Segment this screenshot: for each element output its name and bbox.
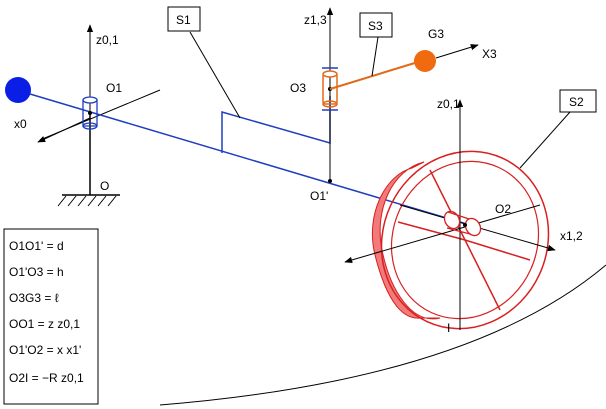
label-i: I xyxy=(447,321,450,335)
mass-g3 xyxy=(414,50,436,72)
equation-line: O3G3 = ℓ xyxy=(9,291,59,305)
label-g3: G3 xyxy=(428,27,444,41)
label-o1: O1 xyxy=(106,81,122,95)
left-ball-joint xyxy=(5,77,31,103)
s3-leader xyxy=(371,36,379,77)
o1p-point xyxy=(328,179,332,183)
s1-leader xyxy=(189,31,241,119)
label-x12: x1,2 xyxy=(560,229,583,243)
label-z01-right: z0,1 xyxy=(437,97,460,111)
label-x0: x0 xyxy=(14,117,27,131)
s2-leader xyxy=(519,111,571,169)
joint-o3-cylinder xyxy=(322,67,338,111)
label-o1p: O1' xyxy=(310,189,328,203)
s2-box xyxy=(559,89,597,113)
label-z13: z1,3 xyxy=(304,13,327,27)
equations-box xyxy=(3,228,99,405)
equation-line: O2I = −R z0,1 xyxy=(9,371,84,385)
wheel-s2 xyxy=(371,150,550,330)
joint-o2-hub xyxy=(443,210,482,237)
ground-support xyxy=(57,115,120,207)
s3-label: S3 xyxy=(368,19,383,33)
s3-arm xyxy=(329,61,419,90)
joint-o1-cylinder xyxy=(82,96,98,130)
s1-box xyxy=(167,6,201,32)
equation-line: O1'O3 = h xyxy=(9,265,64,279)
label-o2: O2 xyxy=(495,202,511,216)
label-z01-left: z0,1 xyxy=(96,33,119,47)
label-o3: O3 xyxy=(290,81,306,95)
s3-box xyxy=(359,12,393,38)
main-beam xyxy=(29,93,471,226)
label-o: O xyxy=(100,179,109,193)
x3-axis xyxy=(435,44,479,59)
s1-frame xyxy=(221,96,331,153)
s2-label: S2 xyxy=(569,95,584,109)
label-x3: X3 xyxy=(482,47,497,61)
s1-label: S1 xyxy=(176,13,191,27)
equation-line: O1O1' = d xyxy=(9,239,64,253)
equation-line: O1'O2 = x x1' xyxy=(9,343,81,357)
equation-line: OO1 = z z0,1 xyxy=(9,317,80,331)
equations-list: O1O1' = d O1'O3 = h O3G3 = ℓ OO1 = z z0,… xyxy=(9,239,84,385)
ground-arc xyxy=(159,264,606,406)
wheel-axle-line xyxy=(344,204,541,264)
x0-arrow xyxy=(37,117,91,143)
